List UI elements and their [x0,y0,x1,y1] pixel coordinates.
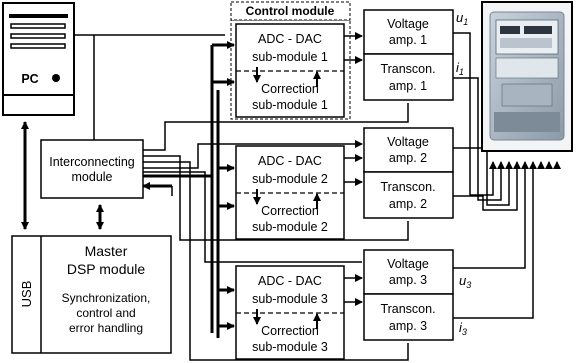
data-bus [142,41,235,338]
control-module-group: Control module [230,1,351,120]
energy-meter-image [481,1,573,152]
voltage-amp-label-2: Voltage [387,135,429,149]
transcon-amp-label-2: Transcon. [380,180,435,194]
signal-i3: i3 [459,320,467,337]
transcon-amp-label-1: Transcon. [380,62,435,76]
usb-label: USB [19,281,34,308]
transcon-amp-sub-1: amp. 1 [389,79,427,93]
signal-i1: i1 [456,60,464,77]
pc-computer: PC [2,2,75,116]
master-dsp-module: USB Master DSP module Synchronization, c… [11,235,172,354]
master-sync-line2: control and [76,306,135,320]
voltage-amp-sub-3: amp. 3 [389,273,427,287]
correction-label-3: Correction [261,324,319,338]
channel-1: ADC - DAC sub-module 1 Correction sub-mo… [235,9,454,118]
interconnecting-label-line2: module [72,170,113,184]
adc-dac-label-1: ADC - DAC [258,32,322,46]
adc-dac-sub-2: sub-module 2 [252,172,328,186]
correction-label-2: Correction [261,204,319,218]
master-sync-line3: error handling [69,321,143,335]
signal-u3: u3 [459,273,471,290]
voltage-amp-sub-2: amp. 2 [389,151,427,165]
master-label-line2: DSP module [67,261,146,277]
voltage-amp-sub-1: amp. 1 [389,33,427,47]
control-lines [143,103,409,361]
adc-dac-label-3: ADC - DAC [258,274,322,288]
master-label-line1: Master [85,243,128,259]
signal-u1: u1 [456,10,468,27]
voltage-amp-label-1: Voltage [387,17,429,31]
channel-2: ADC - DAC sub-module 2 Correction sub-mo… [235,127,454,240]
transcon-amp-sub-2: amp. 2 [389,197,427,211]
voltage-amp-label-3: Voltage [387,257,429,271]
pc-label: PC [21,72,38,86]
interconnecting-label-line1: Interconnecting [49,155,135,169]
interconnecting-module: Interconnecting module [40,139,144,199]
adc-dac-label-2: ADC - DAC [258,154,322,168]
signal-labels: u1 i1 u3 i3 [456,10,471,337]
correction-sub-3: sub-module 3 [252,340,328,354]
transcon-amp-sub-3: amp. 3 [389,319,427,333]
adc-dac-sub-1: sub-module 1 [252,50,328,64]
transcon-amp-label-3: Transcon. [380,302,435,316]
correction-sub-1: sub-module 1 [252,98,328,112]
channel-3: ADC - DAC sub-module 3 Correction sub-mo… [235,249,454,360]
correction-sub-2: sub-module 2 [252,220,328,234]
master-sync-line1: Synchronization, [62,291,151,305]
correction-label-1: Correction [261,82,319,96]
adc-dac-sub-3: sub-module 3 [252,292,328,306]
output-lines [453,32,561,319]
control-module-title: Control module [246,4,335,18]
